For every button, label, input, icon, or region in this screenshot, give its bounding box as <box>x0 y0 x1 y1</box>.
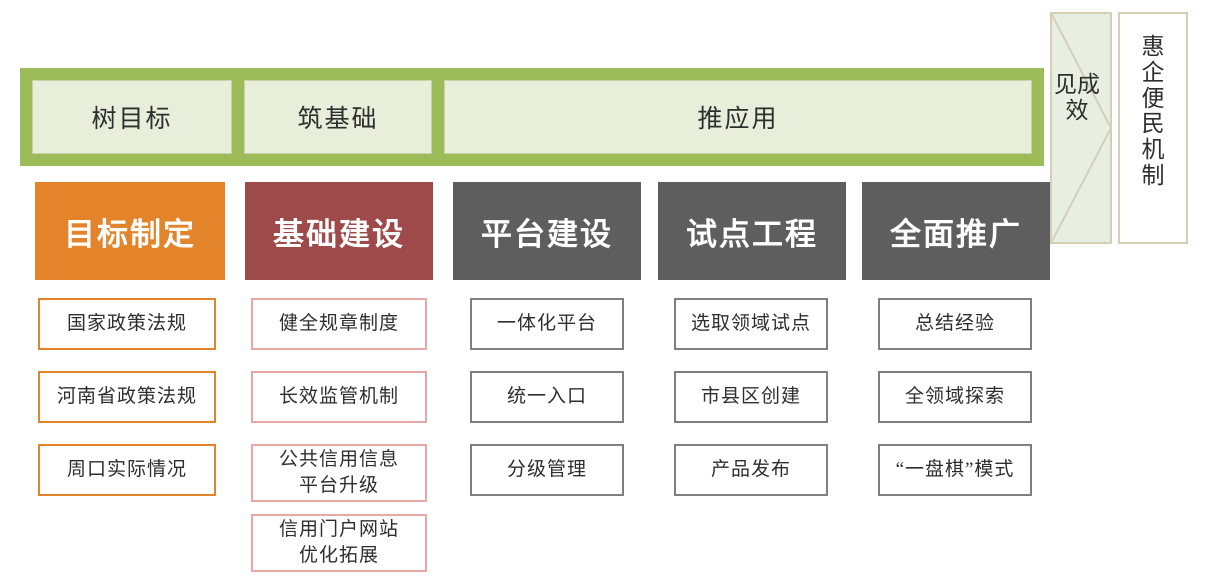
column-2-item-2: 长效监管机制 <box>251 371 427 423</box>
column-3-item-3: 分级管理 <box>470 444 624 496</box>
column-header-5-label: 全面推广 <box>890 216 1022 252</box>
column-1-item-3: 周口实际情况 <box>38 444 216 496</box>
phase-band: 树目标 筑基础 推应用 <box>20 68 1044 166</box>
mechanism-chevron-label: 惠企便民机制 <box>1141 34 1165 188</box>
column-1-item-1-label: 国家政策法规 <box>66 313 187 335</box>
phase-cell-3-label: 推应用 <box>697 106 779 133</box>
mechanism-chevron: 惠企便民机制 <box>1118 12 1188 244</box>
column-header-2-label: 基础建设 <box>273 216 405 252</box>
column-header-4: 试点工程 <box>658 182 846 280</box>
phase-cell-3: 推应用 <box>444 80 1032 154</box>
column-5-item-3-label: “一盘棋”模式 <box>895 459 1015 481</box>
column-2-item-4: 信用门户网站 优化拓展 <box>251 514 427 572</box>
column-4-item-1: 选取领域试点 <box>674 298 828 350</box>
column-header-4-label: 试点工程 <box>686 216 818 252</box>
mechanism-chevron-shape <box>1118 12 1188 244</box>
column-5-item-2: 全领域探索 <box>878 371 1032 423</box>
column-2-item-1-label: 健全规章制度 <box>278 313 399 335</box>
column-2-item-4-label: 信用门户网站 优化拓展 <box>278 519 399 566</box>
column-1-item-1: 国家政策法规 <box>38 298 216 350</box>
column-1-item-2: 河南省政策法规 <box>38 371 216 423</box>
column-4-item-3-label: 产品发布 <box>710 459 791 481</box>
column-3-item-2-label: 统一入口 <box>506 386 587 408</box>
column-1-item-3-label: 周口实际情况 <box>66 459 187 481</box>
column-header-1-label: 目标制定 <box>64 216 196 252</box>
outcome-chevron-shape <box>1050 12 1113 244</box>
column-4-item-2: 市县区创建 <box>674 371 828 423</box>
column-5-item-1: 总结经验 <box>878 298 1032 350</box>
column-4-item-1-label: 选取领域试点 <box>690 313 811 335</box>
column-header-3-label: 平台建设 <box>481 216 613 252</box>
column-3-item-2: 统一入口 <box>470 371 624 423</box>
phase-cell-2: 筑基础 <box>244 80 432 154</box>
column-5-item-2-label: 全领域探索 <box>904 386 1005 408</box>
column-2-item-3-label: 公共信用信息 平台升级 <box>278 449 399 496</box>
column-3-item-1: 一体化平台 <box>470 298 624 350</box>
column-header-2: 基础建设 <box>245 182 433 280</box>
column-2-item-2-label: 长效监管机制 <box>278 386 399 408</box>
outcome-chevron: 见成效 <box>1050 12 1113 244</box>
column-header-5: 全面推广 <box>862 182 1050 280</box>
phase-cell-1: 树目标 <box>32 80 232 154</box>
column-3-item-3-label: 分级管理 <box>506 459 587 481</box>
column-4-item-3: 产品发布 <box>674 444 828 496</box>
phase-cell-1-label: 树目标 <box>91 106 173 133</box>
column-header-1: 目标制定 <box>35 182 225 280</box>
column-2-item-3: 公共信用信息 平台升级 <box>251 444 427 502</box>
column-2-item-1: 健全规章制度 <box>251 298 427 350</box>
column-5-item-1-label: 总结经验 <box>914 313 995 335</box>
phase-cell-2-label: 筑基础 <box>297 106 379 133</box>
column-3-item-1-label: 一体化平台 <box>496 313 597 335</box>
column-1-item-2-label: 河南省政策法规 <box>56 386 197 408</box>
column-header-3: 平台建设 <box>453 182 641 280</box>
column-4-item-2-label: 市县区创建 <box>700 386 801 408</box>
outcome-chevron-label: 见成效 <box>1054 72 1100 123</box>
column-5-item-3: “一盘棋”模式 <box>878 444 1032 496</box>
